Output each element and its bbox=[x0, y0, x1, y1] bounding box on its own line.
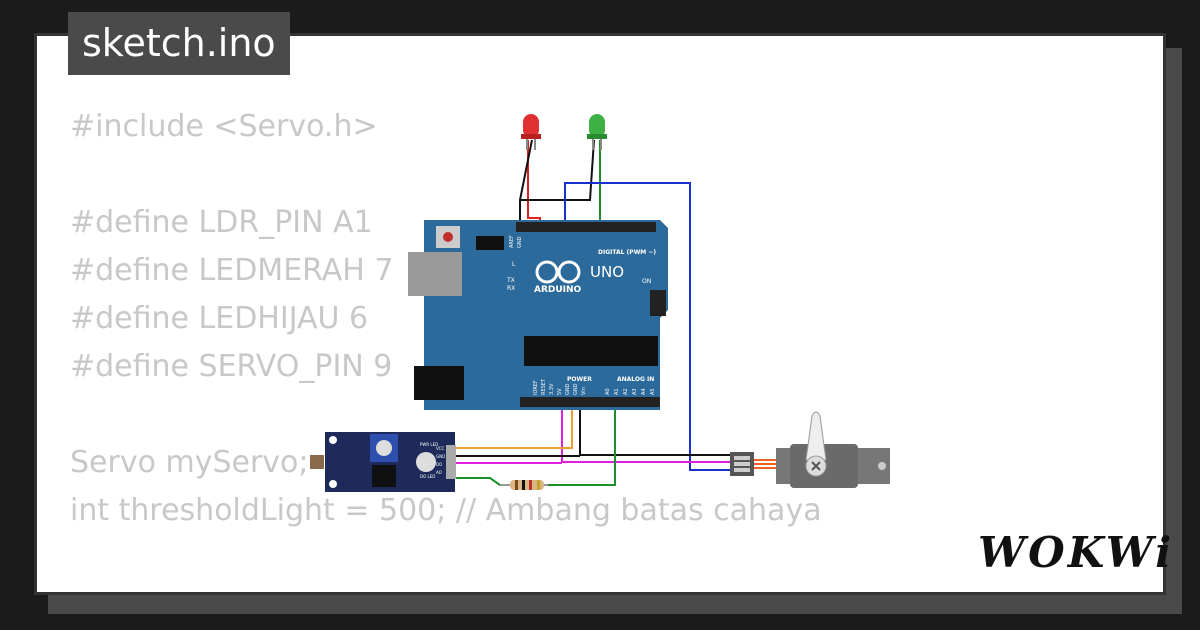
sensor-pin-ao: AO bbox=[436, 470, 442, 475]
wire-black-led2 bbox=[520, 139, 595, 201]
rx-label: RX bbox=[507, 285, 515, 292]
code-line: #define LDR_PIN A1 bbox=[70, 205, 373, 240]
led-red bbox=[521, 114, 541, 150]
analog-pin-label: A4 bbox=[641, 388, 647, 395]
wire-orange-sensor bbox=[455, 398, 573, 449]
code-line: void setup() { bbox=[70, 583, 279, 592]
power-pin-label: 5V bbox=[557, 388, 563, 395]
led-green bbox=[587, 114, 607, 150]
arduino-uno-board: UNO ARDUINO DIGITAL (PWM ~) POWER ANALOG… bbox=[408, 220, 668, 410]
sensor-pin-gnd: GND bbox=[436, 454, 445, 459]
power-pin-label: IOREF bbox=[533, 380, 539, 395]
board-model: UNO bbox=[590, 263, 624, 281]
code-line: Servo myServo; bbox=[70, 445, 309, 480]
atmega-chip bbox=[524, 336, 658, 366]
code-preview: #include <Servo.h> #define LDR_PIN A1 #d… bbox=[70, 103, 822, 592]
usb-port bbox=[408, 252, 462, 296]
power-pin-label: 3.3V bbox=[549, 383, 555, 395]
do-led-label: DO LED bbox=[420, 474, 435, 479]
power-pin-label: GND bbox=[565, 383, 571, 395]
wire-blue-servo bbox=[564, 182, 730, 471]
code-line: #define LEDHIJAU 6 bbox=[70, 301, 369, 336]
wokwi-logo[interactable]: WOKWi bbox=[978, 528, 1175, 577]
analog-pin-label: A5 bbox=[650, 388, 656, 395]
code-line: int thresholdLight = 500; // Ambang bata… bbox=[70, 493, 822, 528]
on-label: ON bbox=[642, 278, 651, 285]
wire-black-led bbox=[519, 139, 533, 230]
power-pin-label: GND bbox=[573, 383, 579, 395]
photoresistor bbox=[310, 455, 324, 469]
l-label: L bbox=[512, 261, 516, 268]
tx-label: TX bbox=[506, 277, 515, 284]
power-pin-label: RESET bbox=[541, 378, 547, 395]
analog-pin-label: A3 bbox=[632, 388, 638, 395]
analog-pin-label: A2 bbox=[623, 388, 629, 395]
sensor-pin-vcc: VCC bbox=[436, 446, 445, 451]
power-pin-label: Vin bbox=[581, 387, 587, 395]
pwr-led-label: PWR LED bbox=[420, 442, 438, 447]
code-line: #define SERVO_PIN 9 bbox=[70, 349, 393, 384]
board-brand: ARDUINO bbox=[534, 285, 582, 295]
ldr-sensor-module: PWR LED DO LED VCC GND DO AO bbox=[310, 432, 456, 492]
power-jack bbox=[414, 366, 464, 400]
digital-label: DIGITAL (PWM ~) bbox=[598, 249, 656, 256]
power-analog-header bbox=[520, 397, 660, 407]
resistor bbox=[500, 480, 548, 490]
wire-green-a1 bbox=[455, 398, 616, 486]
code-line: #include <Servo.h> bbox=[70, 109, 378, 144]
power-label: POWER bbox=[567, 376, 592, 383]
analog-pin-label: A1 bbox=[614, 388, 620, 395]
aref-label: AREF bbox=[509, 235, 515, 248]
analog-pin-label: A0 bbox=[605, 388, 611, 395]
sensor-pin-do: DO bbox=[436, 462, 442, 467]
code-line: #define LEDMERAH 7 bbox=[70, 253, 394, 288]
gnd-label: GND bbox=[517, 236, 523, 248]
digital-header bbox=[516, 222, 656, 232]
servo-motor bbox=[730, 411, 890, 488]
file-tab[interactable]: sketch.ino bbox=[68, 12, 290, 75]
analog-label: ANALOG IN bbox=[617, 376, 654, 383]
